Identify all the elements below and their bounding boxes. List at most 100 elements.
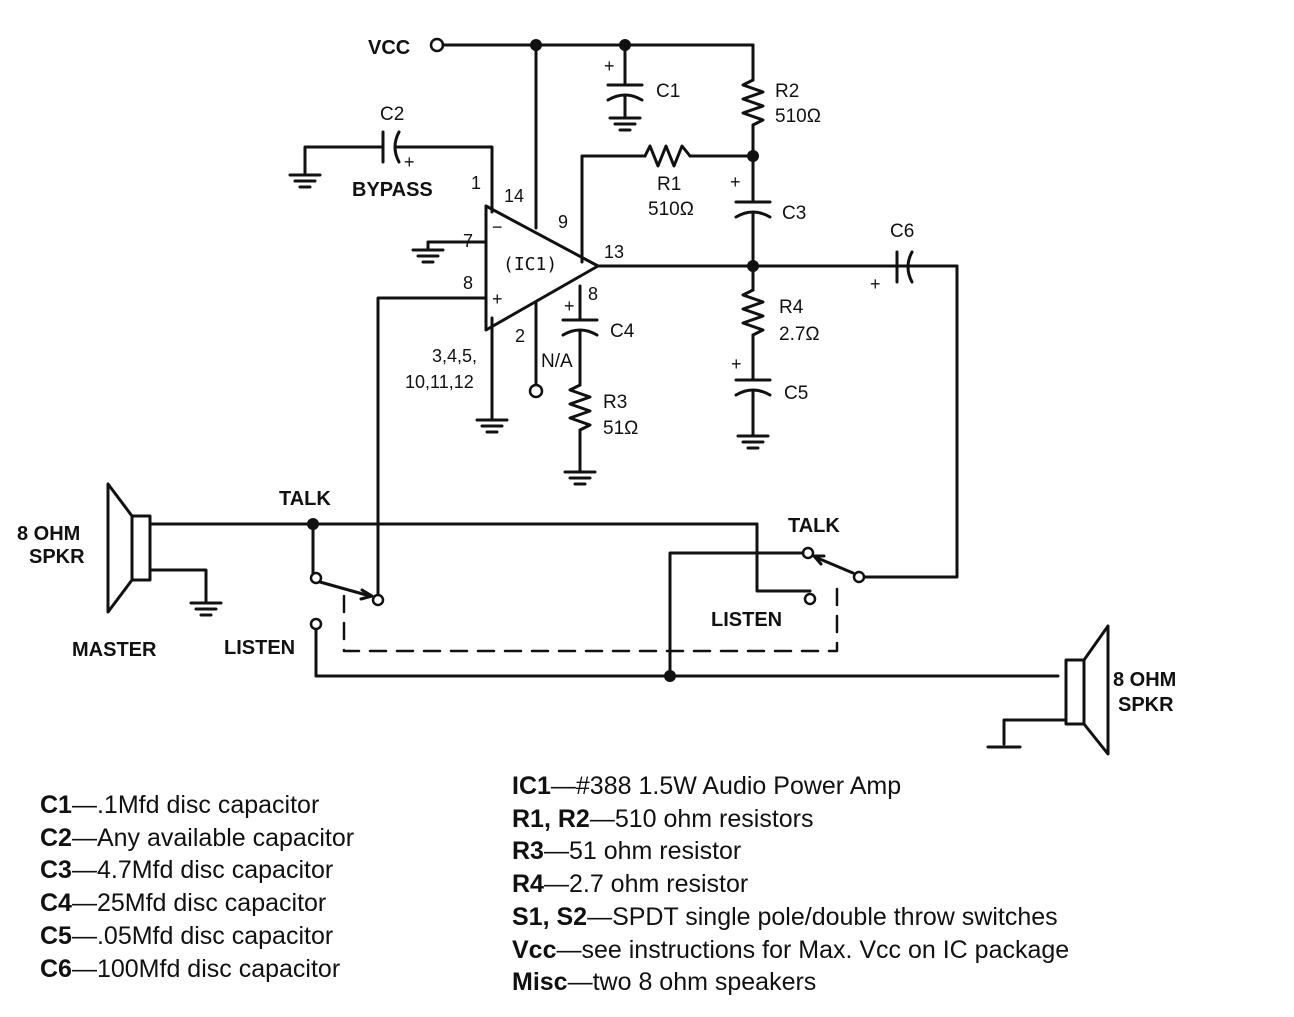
master-speaker: 8 OHM SPKR MASTER (17, 482, 223, 661)
legend-row: IC1—#388 1.5W Audio Power Amp (512, 770, 1069, 803)
legend-text: —see instructions for Max. Vcc on IC pac… (556, 935, 1070, 964)
legend-row: Vcc—see instructions for Max. Vcc on IC … (512, 934, 1069, 967)
s1-listen-label: LISTEN (224, 637, 295, 659)
master-caption: MASTER (72, 639, 157, 661)
na-label: N/A (541, 351, 573, 372)
legend-code: C2 (40, 823, 72, 852)
legend-row: C2—Any available capacitor (40, 822, 354, 855)
s2-listen-label: LISTEN (711, 609, 782, 631)
r4-value: 2.7Ω (779, 324, 820, 345)
capacitor-c5: + C5 (731, 354, 808, 450)
c2-label: C2 (380, 104, 404, 125)
c5-label: C5 (784, 383, 808, 404)
ic1-minus: − (492, 217, 503, 237)
legend-text: —SPDT single pole/double throw switches (587, 902, 1058, 931)
switch-s1: TALK LISTEN (224, 296, 1060, 678)
legend-text: —.05Mfd disc capacitor (71, 921, 334, 950)
pin-8-c4: 8 (588, 284, 598, 304)
remote-speaker-label-1: 8 OHM (1113, 669, 1176, 691)
resistor-r2: R2 510Ω (741, 43, 821, 158)
legend-code: C1 (40, 791, 72, 819)
legend-row: R3—51 ohm resistor (512, 835, 1069, 868)
legend-row: C4—25Mfd disc capacitor (40, 887, 354, 920)
legend-row: R4—2.7 ohm resistor (512, 868, 1069, 901)
capacitor-c4: + C4 (561, 284, 635, 387)
legend-text: —Any available capacitor (71, 823, 355, 852)
s1-talk-label: TALK (279, 488, 331, 510)
legend-text: —4.7Mfd disc capacitor (71, 856, 334, 885)
pin-2: 2 (515, 326, 525, 346)
intercom-schematic: VCC + C1 R2 510Ω R1 510Ω + (17, 37, 1176, 756)
c1-label: C1 (656, 81, 680, 102)
r3-value: 51Ω (603, 418, 638, 439)
legend-text: —510 ohm resistors (589, 804, 814, 833)
c4-plus: + (564, 296, 575, 316)
remote-speaker-label-2: SPKR (1118, 694, 1174, 716)
c3-plus: + (730, 172, 741, 192)
resistor-r3: R3 51Ω (563, 383, 638, 486)
ic1-plus: + (492, 289, 503, 309)
c2-plus: + (404, 152, 415, 172)
legend-code: Vcc (512, 935, 557, 964)
c4-label: C4 (610, 321, 635, 342)
c5-plus: + (731, 354, 742, 374)
legend-code: C6 (40, 954, 72, 983)
capacitor-c3: + C3 (730, 154, 806, 268)
pins-ground-2: 10,11,12 (405, 372, 474, 392)
remote-speaker: 8 OHM SPKR (986, 624, 1176, 756)
legend-code: R4 (512, 870, 544, 899)
legend-text: —#388 1.5W Audio Power Amp (550, 772, 902, 800)
vcc-label: VCC (368, 37, 410, 59)
legend-code: C5 (40, 921, 72, 950)
legend-text: —2.7 ohm resistor (543, 870, 749, 899)
ic1-label: (IC1) (503, 254, 557, 275)
legend-code: R1, R2 (512, 804, 590, 833)
s2-talk-label: TALK (788, 515, 840, 537)
pin-8-input: 8 (463, 273, 473, 293)
r3-label: R3 (603, 392, 627, 413)
legend-row: C5—.05Mfd disc capacitor (40, 920, 354, 953)
pin-1: 1 (471, 173, 481, 193)
legend-text: —51 ohm resistor (543, 837, 742, 866)
legend-row: R1, R2—510 ohm resistors (512, 803, 1069, 836)
legend-row: S1, S2—SPDT single pole/double throw swi… (512, 901, 1069, 934)
legend-text: —25Mfd disc capacitor (71, 889, 327, 918)
switch-s2: TALK LISTEN (664, 515, 866, 682)
pin-13: 13 (604, 242, 624, 262)
legend-row: C3—4.7Mfd disc capacitor (40, 854, 354, 887)
resistor-r4: R4 2.7Ω (741, 264, 820, 382)
master-speaker-label-1: 8 OHM (17, 523, 80, 545)
legend-code: C3 (40, 856, 72, 885)
r1-label: R1 (657, 174, 681, 195)
capacitor-c1: + C1 (604, 43, 680, 132)
master-speaker-label-2: SPKR (29, 546, 85, 568)
legend-code: C4 (40, 889, 72, 918)
c6-label: C6 (890, 221, 914, 242)
legend-code: R3 (512, 837, 544, 866)
legend-row: C6—100Mfd disc capacitor (40, 953, 354, 986)
c1-plus: + (604, 56, 615, 76)
pin-9: 9 (558, 212, 568, 232)
legend-code: Misc (512, 968, 568, 997)
capacitor-c2: C2 + BYPASS (288, 104, 494, 214)
pins-ground-1: 3,4,5, (432, 346, 477, 366)
legend-text: —two 8 ohm speakers (567, 968, 817, 997)
bypass-label: BYPASS (352, 179, 433, 201)
legend-text: —100Mfd disc capacitor (71, 954, 341, 983)
c6-plus: + (870, 274, 881, 294)
r2-label: R2 (775, 81, 799, 102)
r1-value: 510Ω (648, 199, 694, 220)
resistor-r1: R1 510Ω (580, 144, 759, 264)
legend-code: S1, S2 (512, 902, 588, 931)
vcc-rail: VCC (368, 37, 755, 230)
pin-14: 14 (504, 186, 524, 206)
legend-code: IC1 (512, 772, 551, 800)
capacitor-c6: C6 + (862, 221, 959, 579)
c3-label: C3 (782, 203, 806, 224)
r2-value: 510Ω (775, 106, 821, 127)
legend-row: C1—.1Mfd disc capacitor (40, 789, 354, 822)
r4-label: R4 (779, 297, 804, 318)
legend-text: —.1Mfd disc capacitor (71, 791, 320, 819)
